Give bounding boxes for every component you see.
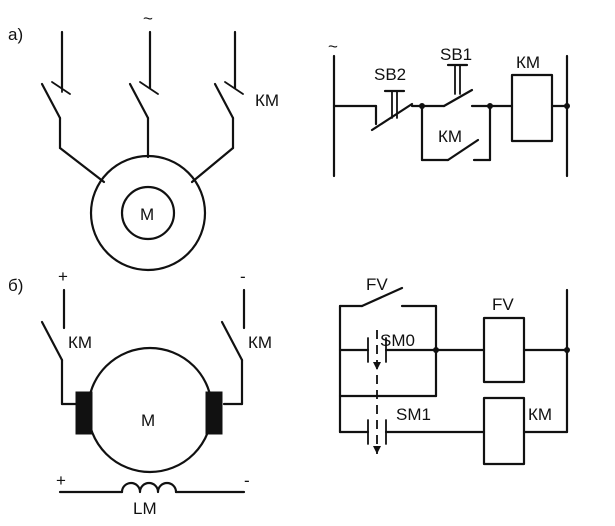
phase-line-1 <box>40 30 106 184</box>
holding-contact-km: КМ <box>420 104 492 162</box>
section-a-label: а) <box>8 25 23 44</box>
relay-contact-fv-label: FV <box>366 275 388 294</box>
coil-fv-label: FV <box>492 295 514 314</box>
dc-motor-label: М <box>141 411 155 430</box>
stop-button-label: SB2 <box>374 65 406 84</box>
contactor-left-label: КМ <box>68 333 92 352</box>
coil-fv: FV <box>434 295 570 384</box>
start-button-label: SB1 <box>440 45 472 64</box>
section-b-label: б) <box>8 276 23 295</box>
contactor-left: КМ <box>40 288 92 406</box>
brush-left <box>75 391 93 435</box>
coil-km-label: КМ <box>516 53 540 72</box>
section-b-control-circuit: FV SM0 FV SM1 <box>338 275 570 466</box>
contactor-right: КМ <box>220 288 272 406</box>
contactor-km-label: КМ <box>255 91 279 110</box>
plus-bottom-label: + <box>56 471 66 490</box>
brush-right <box>205 391 223 435</box>
coil-km-b: КМ <box>482 396 569 466</box>
switch-sm0: SM0 <box>338 331 439 363</box>
field-winding-label: LM <box>133 499 157 518</box>
stop-button-sb2: SB2 <box>370 65 424 132</box>
start-button-sb1: SB1 <box>420 45 492 108</box>
control-ac-symbol: ~ <box>328 37 338 56</box>
switch-sm0-label: SM0 <box>380 331 415 350</box>
minus-top-label: - <box>240 267 246 286</box>
field-winding-lm: + - LM <box>56 471 250 518</box>
switch-sm1: SM1 <box>338 405 486 445</box>
coil-km: КМ <box>488 53 570 143</box>
section-a-control-circuit: ~ SB2 SB1 <box>328 37 570 178</box>
section-b-power-circuit: б) + - КМ КМ М <box>8 267 272 518</box>
coil-km-b-label: КМ <box>528 405 552 424</box>
dc-motor: М <box>75 346 223 474</box>
section-a-power-circuit: а) ~ КМ М <box>8 9 279 272</box>
phase-line-3 <box>190 30 244 184</box>
motor-label: М <box>140 205 154 224</box>
plus-top-label: + <box>58 267 68 286</box>
contactor-right-label: КМ <box>248 333 272 352</box>
minus-bottom-label: - <box>244 471 250 490</box>
ac-supply-symbol: ~ <box>143 9 153 28</box>
phase-line-2 <box>128 30 159 159</box>
holding-contact-label: КМ <box>438 127 462 146</box>
relay-contact-fv: FV <box>338 275 438 352</box>
ac-motor: М <box>89 154 207 272</box>
switch-sm1-label: SM1 <box>396 405 431 424</box>
